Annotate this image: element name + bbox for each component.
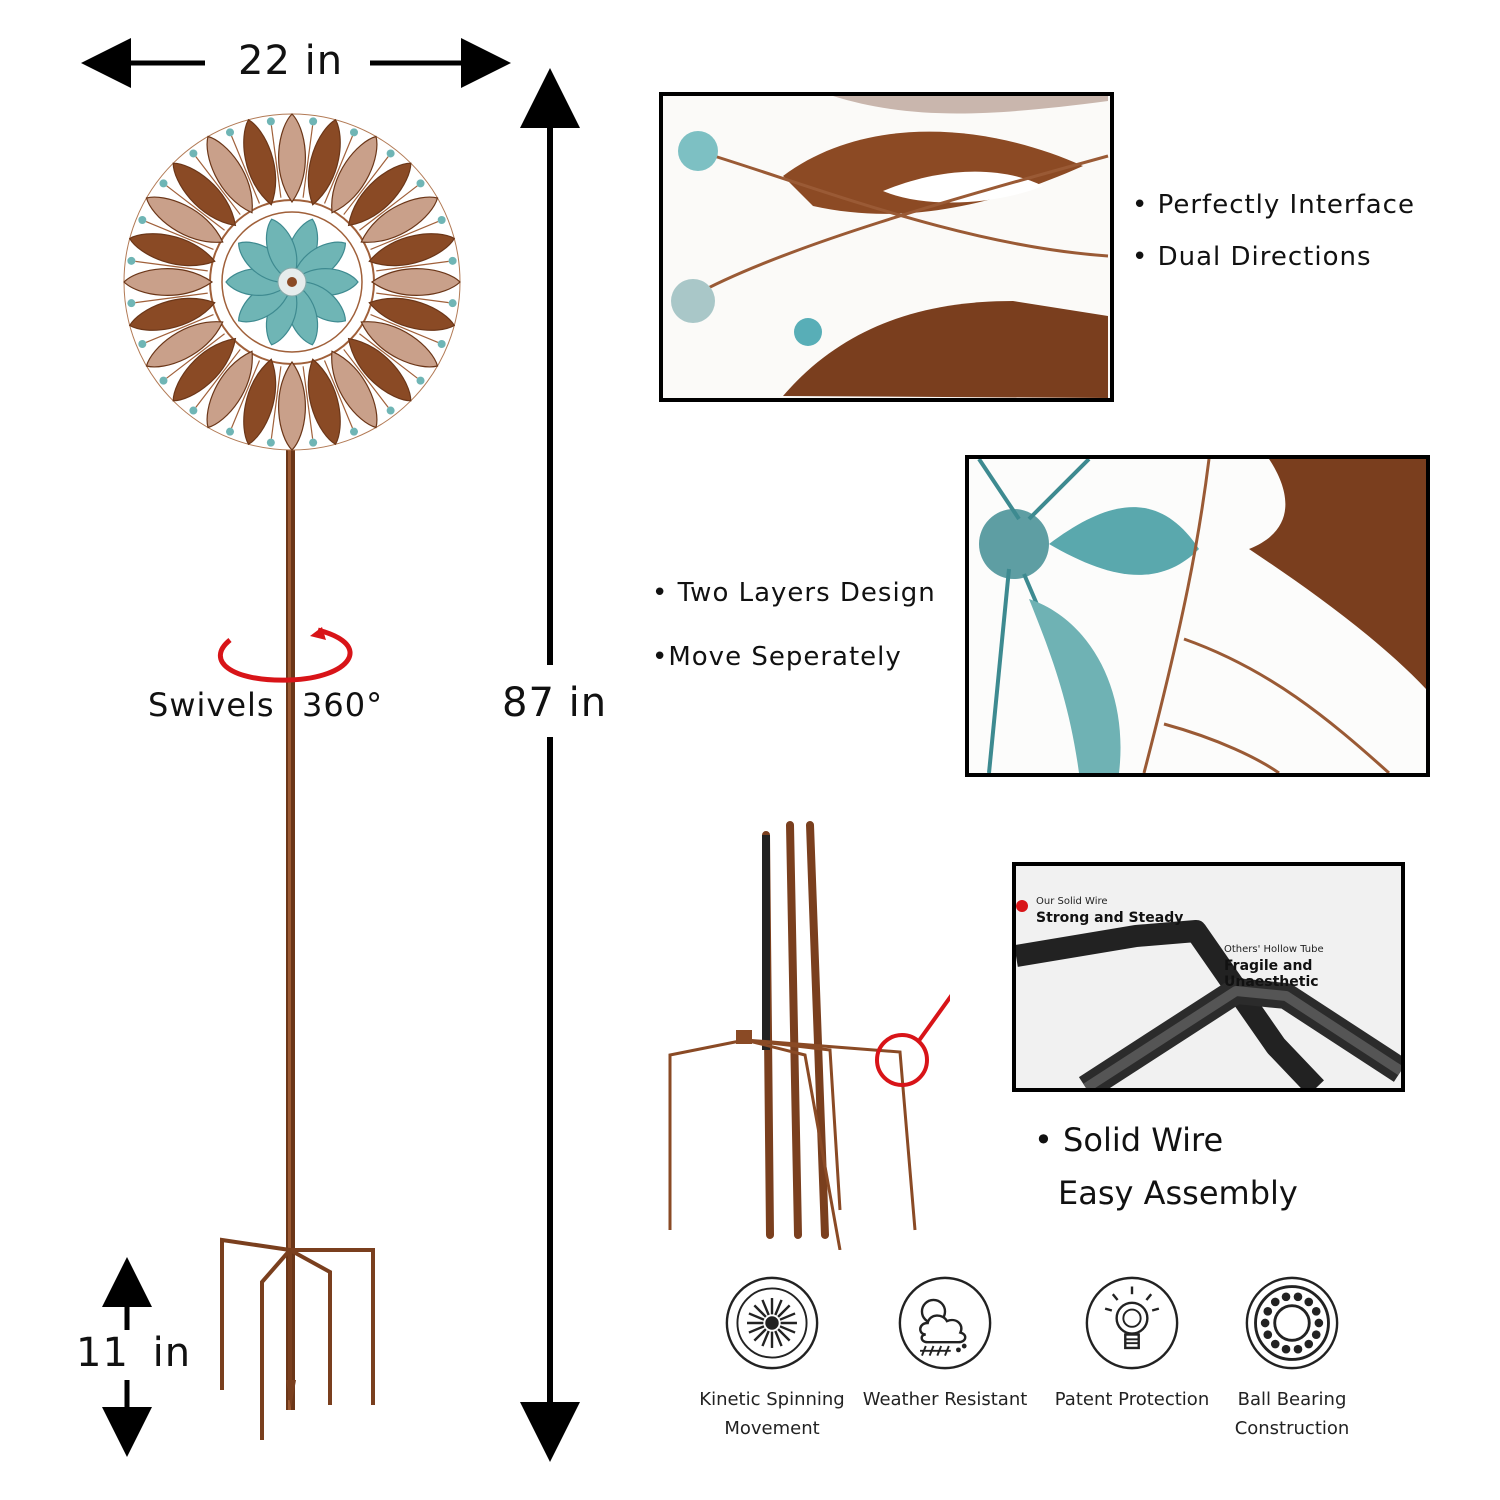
- others-label-small: Others' Hollow Tube: [1224, 944, 1324, 955]
- feature-label-1: Kinetic Spinning: [699, 1389, 845, 1410]
- feature-label-1: Patent Protection: [1054, 1389, 1210, 1410]
- ours-label-bold: Strong and Steady: [1036, 910, 1184, 926]
- feature-label-1: Ball Bearing: [1237, 1389, 1347, 1410]
- bullet-two-layers-design: • Two Layers Design: [652, 578, 936, 608]
- patent-lightbulb-icon: [1085, 1276, 1179, 1370]
- feature-ball-bearing: Ball Bearing Construction: [1207, 1275, 1377, 1443]
- spinner-illustration: [81, 38, 580, 1462]
- ours-label-small: Our Solid Wire: [1036, 896, 1108, 907]
- weather-resistant-icon: [898, 1276, 992, 1370]
- swivel-label-right: 360°: [302, 686, 384, 724]
- feature-label-1: Weather Resistant: [862, 1389, 1028, 1410]
- bullet-move-separately: •Move Seperately: [652, 642, 902, 672]
- swivel-label-left: Swivels: [148, 686, 275, 724]
- feature-label-2: Construction: [1234, 1418, 1350, 1439]
- height-dimension: 87 in: [502, 680, 608, 726]
- bullet-solid-wire: • Solid Wire: [1034, 1121, 1224, 1159]
- width-dimension: 22 in: [238, 38, 344, 84]
- feature-weather-resistant: Weather Resistant: [860, 1275, 1030, 1414]
- wire-comparison-inset: Our Solid Wire Strong and Steady Others'…: [1012, 862, 1405, 1092]
- kinetic-spinning-icon: [725, 1276, 819, 1370]
- feature-label-2: Movement: [724, 1418, 820, 1439]
- ball-bearing-icon: [1245, 1276, 1339, 1370]
- feature-kinetic-spinning: Kinetic Spinning Movement: [687, 1275, 857, 1443]
- stake-parts-illustration: [668, 821, 950, 1250]
- base-dimension: 11 in: [76, 1330, 192, 1376]
- others-label-bold: Fragile and Unaesthetic: [1224, 958, 1319, 990]
- bullet-easy-assembly: Easy Assembly: [1058, 1174, 1298, 1212]
- detail-photo-layers: [965, 455, 1430, 777]
- detail-photo-petals: [659, 92, 1114, 402]
- bullet-dual-directions: • Dual Directions: [1132, 242, 1372, 272]
- feature-patent-protection: Patent Protection: [1047, 1275, 1217, 1414]
- bullet-perfectly-interface: • Perfectly Interface: [1132, 190, 1415, 220]
